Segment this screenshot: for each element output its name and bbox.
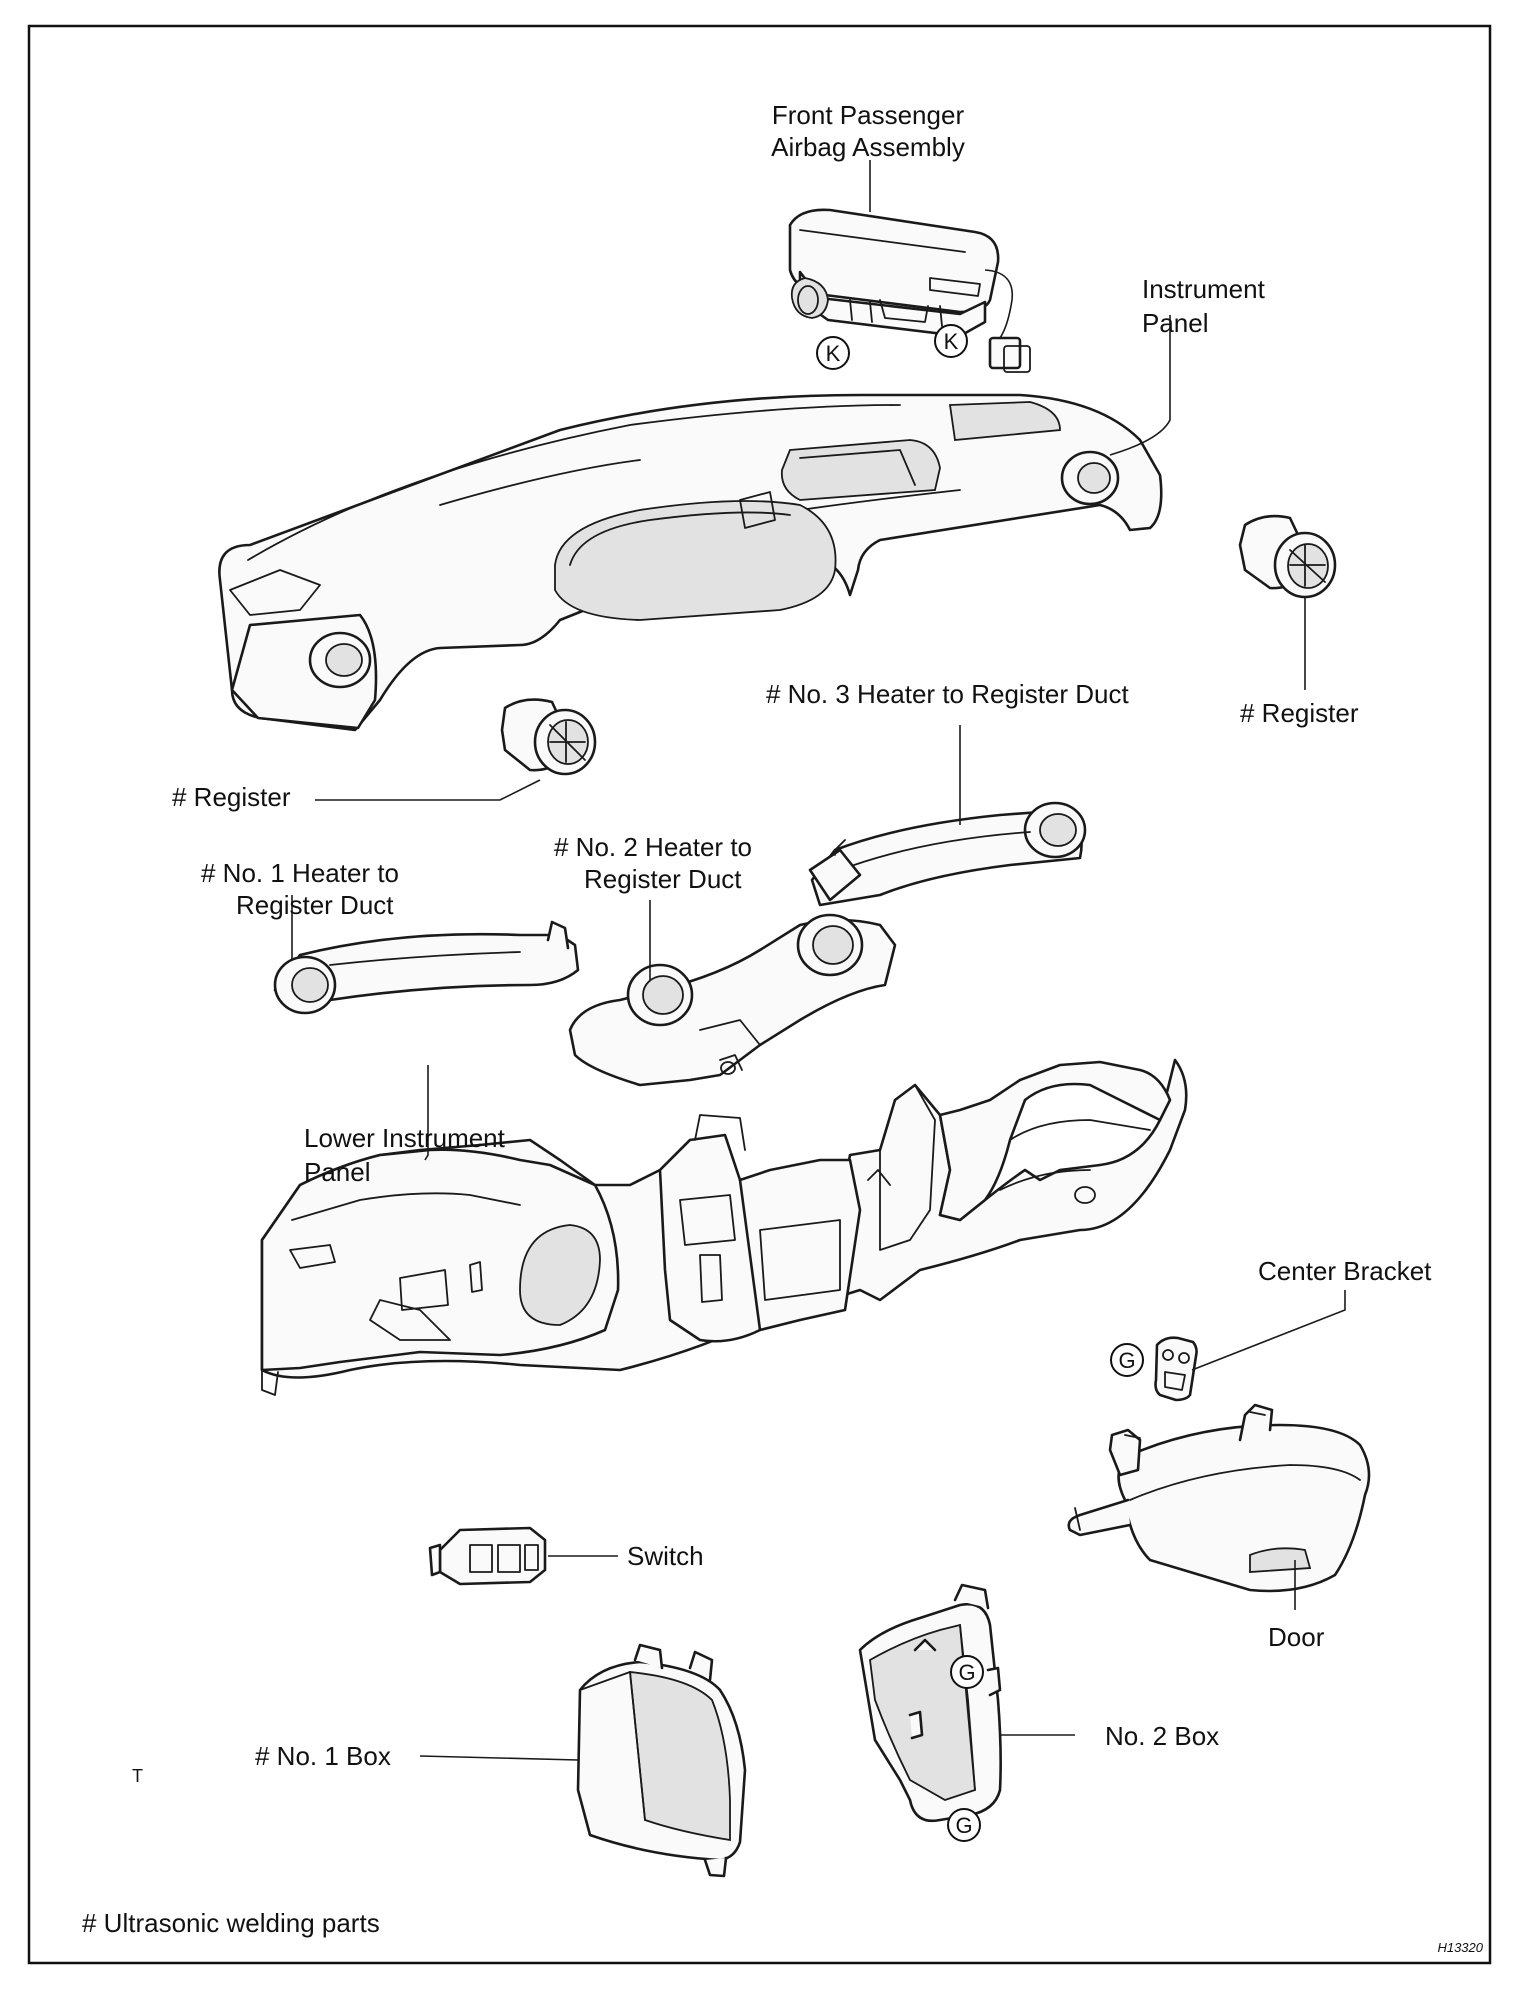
- footnote: # Ultrasonic welding parts: [82, 1908, 380, 1938]
- no1-heater-to-register-duct: [273, 895, 580, 1015]
- diagram-frame: [27, 24, 1492, 1965]
- label-instrument-panel-line2: Panel: [1142, 308, 1209, 338]
- label-lower-panel-line2: Panel: [304, 1157, 371, 1187]
- svg-text:K: K: [944, 329, 959, 354]
- label-instrument-panel-line1: Instrument: [1142, 274, 1266, 304]
- no2-box: [858, 1583, 1075, 1823]
- callout-g-box-top: G: [950, 1655, 984, 1689]
- register-right: [1238, 514, 1337, 690]
- switch-part: [428, 1526, 618, 1586]
- label-no2-duct-line1: # No. 2 Heater to: [554, 832, 752, 862]
- svg-text:G: G: [955, 1813, 972, 1838]
- label-center-bracket: Center Bracket: [1258, 1256, 1432, 1286]
- label-switch: Switch: [627, 1541, 704, 1571]
- svg-text:G: G: [958, 1660, 975, 1685]
- instrument-panel: [218, 315, 1171, 732]
- label-airbag-line2: Airbag Assembly: [771, 132, 965, 162]
- callout-g-bracket: G: [1110, 1343, 1144, 1377]
- label-no3-duct: # No. 3 Heater to Register Duct: [766, 679, 1129, 709]
- lower-instrument-panel: [260, 1058, 1188, 1396]
- register-left: [315, 698, 597, 801]
- callout-g-box-bottom: G: [947, 1808, 981, 1842]
- svg-text:G: G: [1118, 1348, 1135, 1373]
- label-lower-panel-line1: Lower Instrument: [304, 1123, 506, 1153]
- drawing-code: H13320: [1437, 1940, 1483, 1955]
- label-airbag-line1: Front Passenger: [772, 100, 965, 130]
- label-no1-duct-line1: # No. 1 Heater to: [201, 858, 399, 888]
- label-no1-box: # No. 1 Box: [255, 1741, 391, 1771]
- front-passenger-airbag-assembly: [788, 160, 1031, 373]
- label-no2-box: No. 2 Box: [1105, 1721, 1219, 1751]
- label-no2-duct-line2: Register Duct: [584, 864, 742, 894]
- center-bracket: [1154, 1290, 1346, 1402]
- stray-mark: T: [132, 1766, 143, 1786]
- no1-box: [419, 1643, 747, 1878]
- label-door: Door: [1268, 1622, 1325, 1652]
- label-register-left: # Register: [172, 782, 291, 812]
- glove-box-door: [1067, 1403, 1371, 1610]
- no3-heater-to-register-duct: [808, 725, 1087, 907]
- callout-k-left: K: [816, 336, 850, 370]
- no2-heater-to-register-duct: [568, 900, 897, 1087]
- label-no1-duct-line2: Register Duct: [236, 890, 394, 920]
- label-register-right: # Register: [1240, 698, 1359, 728]
- callout-k-right: K: [934, 324, 968, 358]
- svg-text:K: K: [826, 341, 841, 366]
